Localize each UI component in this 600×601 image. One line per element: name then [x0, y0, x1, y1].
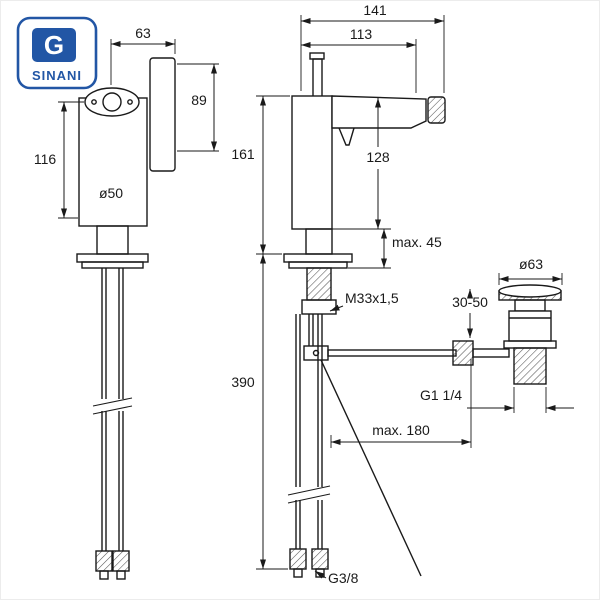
dim-body-height: 116 [34, 151, 57, 167]
thread-tailpiece-label: G1 1/4 [420, 387, 462, 403]
body-front [78, 97, 148, 227]
front-view [76, 57, 176, 580]
hose-tail [116, 570, 126, 580]
drain-flange [503, 340, 557, 349]
hose-fitting-front [95, 550, 113, 572]
drain-tailpiece [513, 347, 547, 385]
clamp-screw [312, 349, 320, 357]
brand-logo: G SINANI [16, 16, 98, 90]
dim-total-reach: 141 [363, 2, 387, 18]
hose-fitting-front [112, 550, 130, 572]
screw-dot [127, 99, 133, 105]
flange-side-lower [288, 261, 348, 269]
dim-deck-thickness: max. 45 [392, 234, 442, 250]
drain-body [508, 310, 552, 342]
popup-rod-lower [308, 314, 314, 346]
hose-fitting-side [311, 548, 329, 570]
dim-spout-height: 128 [366, 149, 390, 165]
dim-cap-diameter: ø63 [519, 256, 543, 272]
popup-knob [309, 52, 325, 60]
thread-shank-label: M33x1,5 [345, 290, 399, 306]
hose-tail [293, 568, 303, 578]
dim-body-diameter: ø50 [99, 185, 123, 201]
rod-clamp [303, 345, 329, 361]
dim-rod-reach: max. 180 [372, 422, 430, 438]
logo-monogram-bg [32, 28, 76, 62]
spout-side [331, 95, 427, 129]
drain-assembly [452, 284, 562, 385]
mounting-nut [301, 299, 337, 315]
pull-rod-diagonal [320, 359, 422, 577]
horizontal-rod [327, 349, 457, 357]
dim-spout-reach: 113 [350, 26, 373, 42]
threaded-shank [306, 267, 332, 301]
spout-top-front [84, 87, 140, 117]
dim-top-width: 63 [135, 25, 151, 41]
dim-handle-height: 89 [191, 92, 207, 108]
side-dimensions: 141 113 161 128 max. 45 M33x1,5 390 max.… [231, 2, 472, 586]
plug-stem [514, 299, 546, 312]
aerator-circle [102, 92, 122, 112]
break-mark-side [287, 485, 331, 504]
logo-monogram: G [44, 30, 64, 60]
body-side [291, 95, 333, 230]
shank-front [96, 225, 129, 255]
hose-tail [99, 570, 109, 580]
screw-dot [91, 99, 97, 105]
front-dimensions: 63 89 116 ø50 [34, 25, 219, 219]
thread-supply-label: G3/8 [328, 570, 359, 586]
flange-front-lower [81, 261, 144, 269]
dim-supply-length: 390 [231, 374, 255, 390]
handle-front [149, 57, 176, 172]
dim-height: 161 [231, 146, 255, 162]
dim-adjustment: 30-50 [452, 294, 488, 310]
outlet-spout [338, 127, 355, 146]
hose-fitting-side [289, 548, 307, 570]
supply-hoses-front [101, 268, 124, 551]
drain-dimensions: ø63 30-50 G1 1/4 [420, 256, 574, 413]
rod-clevis [452, 340, 474, 366]
shank-side [305, 228, 333, 255]
popup-rod [312, 58, 323, 99]
handle-side [427, 96, 446, 124]
break-mark-front [92, 397, 133, 415]
side-view [283, 52, 457, 578]
lever-arm [472, 348, 510, 358]
supply-hoses-side [295, 314, 323, 549]
flange-side [283, 253, 353, 263]
brand-name: SINANI [32, 68, 82, 83]
flange-front [76, 253, 149, 263]
plug-cap-top [498, 284, 562, 298]
